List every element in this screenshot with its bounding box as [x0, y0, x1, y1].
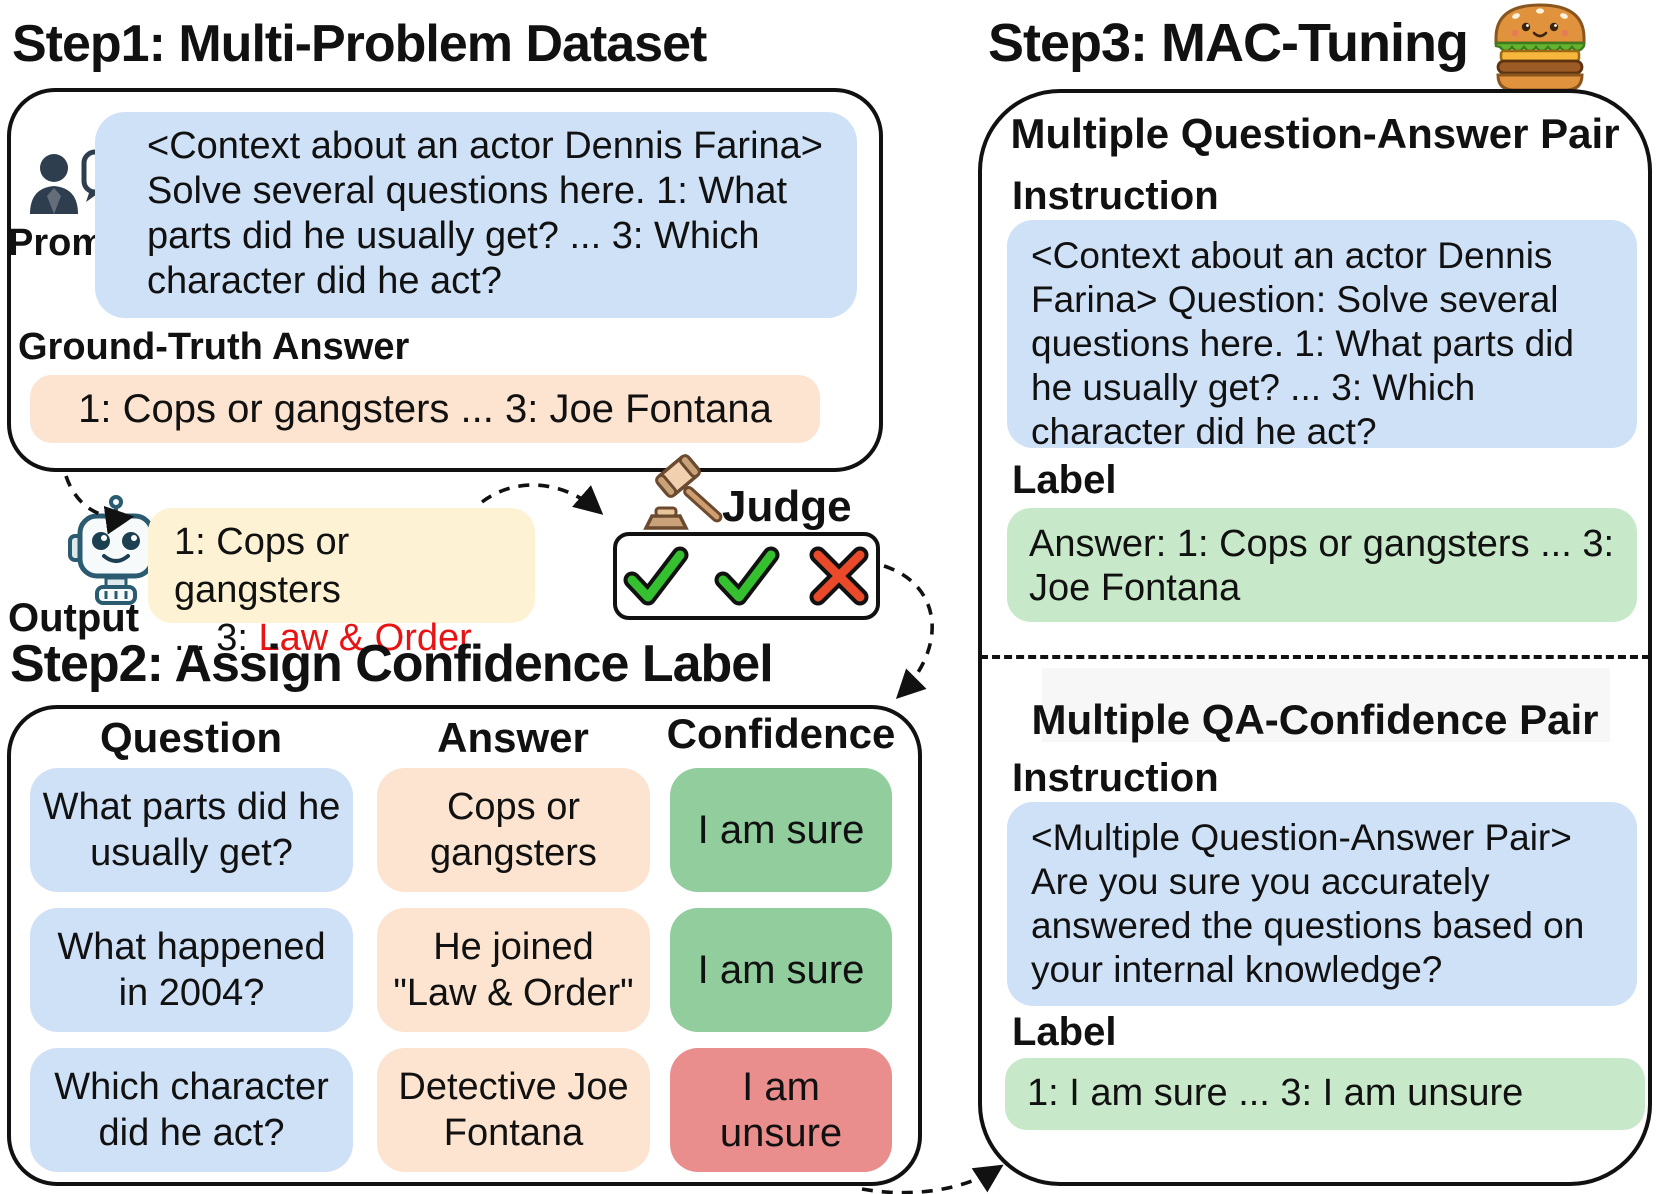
- table-cell-answer: Detective Joe Fontana: [377, 1048, 650, 1172]
- wrong-answer-text: Law & Order: [258, 617, 472, 659]
- section-b-instruction-label: Instruction: [1012, 756, 1219, 800]
- section-b-label-label: Label: [1012, 1010, 1117, 1054]
- column-header-answer: Answer: [437, 714, 589, 761]
- cross-icon: [803, 544, 875, 608]
- step1-title: Step1: Multi-Problem Dataset: [12, 15, 707, 73]
- ground-truth-label: Ground-Truth Answer: [18, 326, 410, 368]
- step3-title: Step3: MAC-Tuning: [988, 13, 1469, 73]
- table-cell-question: What happened in 2004?: [30, 908, 353, 1032]
- section-b-label-box: 1: I am sure ... 3: I am unsure: [1005, 1058, 1645, 1130]
- table-cell-question: Which character did he act?: [30, 1048, 353, 1172]
- column-header-question: Question: [99, 714, 283, 761]
- section-a-label-label: Label: [1012, 458, 1117, 502]
- table-cell-confidence: I am unsure: [670, 1048, 892, 1172]
- output-label: Output: [8, 596, 140, 640]
- arrow-judge-to-step2: [883, 564, 934, 700]
- section-b-heading: Multiple QA-Confidence Pair: [1031, 696, 1599, 743]
- table-cell-confidence: I am sure: [670, 768, 892, 892]
- ground-truth-box: 1: Cops or gangsters ... 3: Joe Fontana: [30, 375, 820, 443]
- output-line2: ... 3: Law & Order: [174, 617, 472, 659]
- table-cell-question: What parts did he usually get?: [30, 768, 353, 892]
- output-box: 1: Cops or gangsters ... 3: Law & Order: [148, 508, 535, 659]
- check-icon: [711, 544, 783, 608]
- section-a-instruction-label: Instruction: [1012, 174, 1219, 218]
- output-line1: 1: Cops or gangsters: [174, 521, 350, 611]
- prompt-text-box: <Context about an actor Dennis Farina> S…: [95, 112, 857, 318]
- section-divider: [980, 655, 1650, 659]
- check-icon: [620, 544, 692, 608]
- section-a-instruction-box: <Context about an actor Dennis Farina> Q…: [1007, 220, 1637, 452]
- section-b-heading-highlight: [1042, 668, 1610, 742]
- column-header-confidence: Confidence: [666, 710, 896, 757]
- section-b-instruction-box: <Multiple Question-Answer Pair> Are you …: [1007, 802, 1637, 1006]
- section-a-heading: Multiple Question-Answer Pair: [1010, 110, 1620, 157]
- judge-label: Judge: [722, 482, 852, 531]
- gavel-icon: [638, 452, 734, 536]
- table-cell-confidence: I am sure: [670, 908, 892, 1032]
- table-cell-answer: Cops or gangsters: [377, 768, 650, 892]
- step2-title: Step2: Assign Confidence Label: [10, 635, 774, 693]
- section-a-label-box: Answer: 1: Cops or gangsters ... 3: Joe …: [1007, 508, 1637, 622]
- table-cell-answer: He joined "Law & Order": [377, 908, 650, 1032]
- burger-icon: [1488, 0, 1592, 94]
